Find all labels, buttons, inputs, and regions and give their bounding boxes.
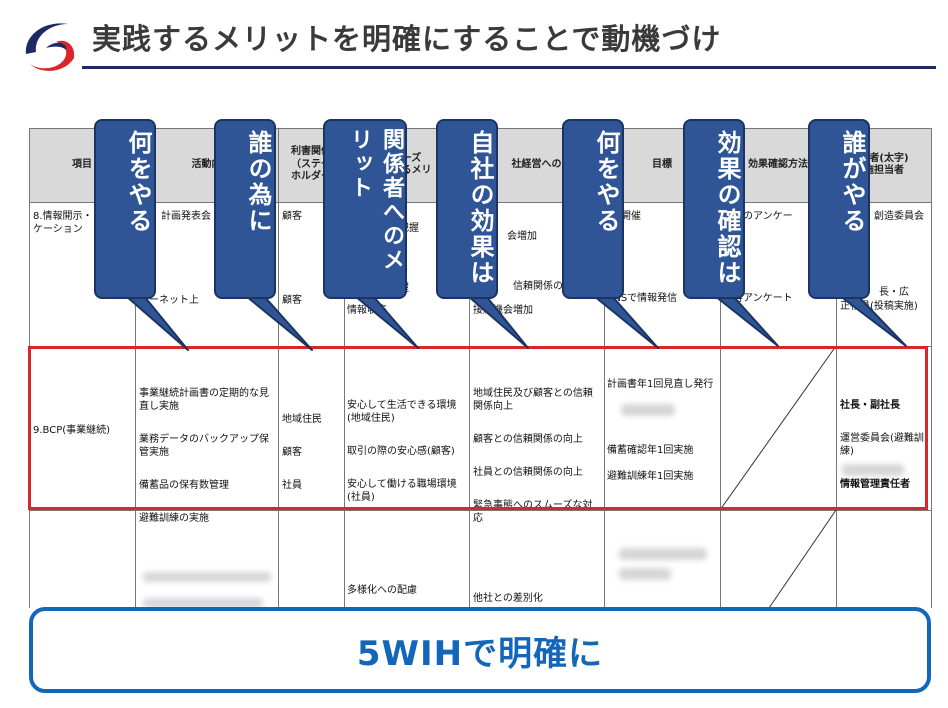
diagonal-strikes (719, 345, 837, 608)
row8-owner-2: 長・広 (879, 287, 909, 298)
row-divider (29, 510, 932, 511)
row9-management-4: 緊急事態へのスムーズな対応 (473, 500, 593, 524)
row9-owner-3: 情報管理責任者 (840, 479, 910, 490)
row9-owners: 社長・副社長 運営委員会(避難訓練) 情報管理責任者 (840, 386, 932, 511)
row9-goal-1: 計画書年1回見直し発行 (607, 379, 714, 390)
col-divider (720, 128, 721, 608)
row9-item: 9.BCP(事業継続) (33, 425, 111, 436)
row9-activity-4: 避難訓練の実施 (139, 513, 209, 524)
row9-stakeholder-3: 社員 (282, 480, 302, 491)
row8-owner-3: 正社員(投稿実施) (840, 301, 918, 312)
callout-what (94, 119, 156, 299)
callout-for-whom-text: 誰の為に (244, 130, 272, 234)
col-divider (931, 128, 932, 608)
row9-activity-3: 備蓄品の保有数管理 (139, 480, 229, 491)
col-divider (469, 128, 470, 608)
row9-needs-1: 安心して生活できる環境(地域住民) (347, 400, 457, 424)
header-check-method: 効果確認方法 (748, 158, 808, 170)
callout-for-whom (214, 119, 276, 299)
callout-check-text: 効果の確認は (713, 130, 741, 286)
callout-who (808, 119, 870, 299)
callout-check (683, 119, 745, 299)
row9-owner-1: 社長・副社長 (840, 400, 900, 411)
row9-management: 地域住民及び顧客との信頼関係向上 顧客との信頼関係の向上 社員との信頼関係の向上… (473, 374, 601, 545)
redacted-text (143, 572, 271, 582)
col-divider (604, 128, 605, 608)
page-title: 実践するメリットを明確にすることで動機づけ (92, 22, 722, 56)
banner-text: 5WIHで明確に (356, 633, 604, 674)
row9-management-2: 顧客との信頼関係の向上 (473, 434, 583, 445)
row8-check-1: 会後のアンケー (723, 211, 793, 222)
bcp-row-highlight (28, 346, 928, 510)
row8-owner-1: 創造委員会 (874, 211, 924, 222)
header-management: 社経営への (511, 158, 562, 170)
redacted-text (619, 548, 707, 560)
row9-activities: 事業継続計画書の定期的な見直し実施 業務データのバックアップ保管実施 備蓄品の保… (139, 374, 273, 545)
row8-needs-3: 情報収集 (347, 305, 387, 316)
header-activity: 活動内 (191, 158, 222, 170)
company-logo (25, 23, 75, 71)
row8-management-3: 接触機会増加 (473, 305, 533, 316)
row9-management-3: 社員との信頼関係の向上 (473, 467, 583, 478)
row9-stakeholders: 地域住民 顧客 社員 (282, 400, 342, 512)
redacted-text (842, 464, 904, 476)
row8-goal-1: 開催 (621, 211, 641, 222)
header-owner: 任者(太字) 施担当者 (859, 152, 909, 177)
redacted-text (143, 598, 263, 608)
header-goal: 目標 (652, 158, 672, 170)
row9-stakeholder-2: 顧客 (282, 447, 302, 458)
row9-goal-2: 備蓄確認年1回実施 (607, 445, 694, 456)
row9-needs-2: 取引の際の安心感(顧客) (347, 446, 455, 457)
callout-merit (323, 119, 407, 299)
row9-activity-1: 事業継続計画書の定期的な見直し実施 (139, 388, 269, 412)
col-divider (836, 128, 837, 608)
summary-banner: 5WIHで明確に (29, 607, 931, 693)
row9-activity-2: 業務データのバックアップ保管実施 (139, 434, 269, 458)
callout-who-text: 誰がやる (838, 130, 866, 234)
col-divider (135, 128, 136, 608)
redacted-text (621, 404, 675, 416)
row8-item: 8.情報開示・ ケーション (33, 211, 93, 235)
row9-owner-2: 運営委員会(避難訓練) (840, 433, 924, 457)
row8-stakeholder-1: 顧客 (282, 211, 302, 222)
callout-what-2-text: 何をやる (592, 130, 620, 234)
row9-management-1: 地域住民及び顧客との信頼関係向上 (473, 388, 593, 412)
redacted-text (619, 568, 671, 580)
header-stakeholder: 利害関係 （ステー ホルダー (291, 146, 331, 183)
row9-goal-3: 避難訓練年1回実施 (607, 471, 694, 482)
callout-what-text: 何をやる (124, 130, 152, 234)
row8-management-1: 会増加 (507, 231, 537, 242)
row8-management-2: 信頼関係の (513, 281, 563, 292)
row9-stakeholder-1: 地域住民 (282, 414, 322, 425)
callout-own-effect-text: 自社の効果は (466, 130, 494, 286)
row9-needs: 安心して生活できる環境(地域住民) 取引の際の安心感(顧客) 安心して働ける職場… (347, 386, 465, 524)
callout-merit-text: 関係者へのメリット (347, 128, 404, 272)
row10-needs-1: 多様化への配慮 (347, 585, 417, 596)
row9-needs-3: 安心して働ける職場環境(社員) (347, 479, 457, 503)
col-divider (278, 128, 279, 608)
callout-what-2 (562, 119, 624, 299)
title-underline (82, 66, 936, 69)
header-item: 項目 (72, 158, 92, 170)
row8-activity-1: 計画発表会 (161, 211, 211, 222)
col-divider (344, 128, 345, 608)
row10-management-1: 他社との差別化 (473, 593, 543, 604)
callout-own-effect (436, 119, 498, 299)
